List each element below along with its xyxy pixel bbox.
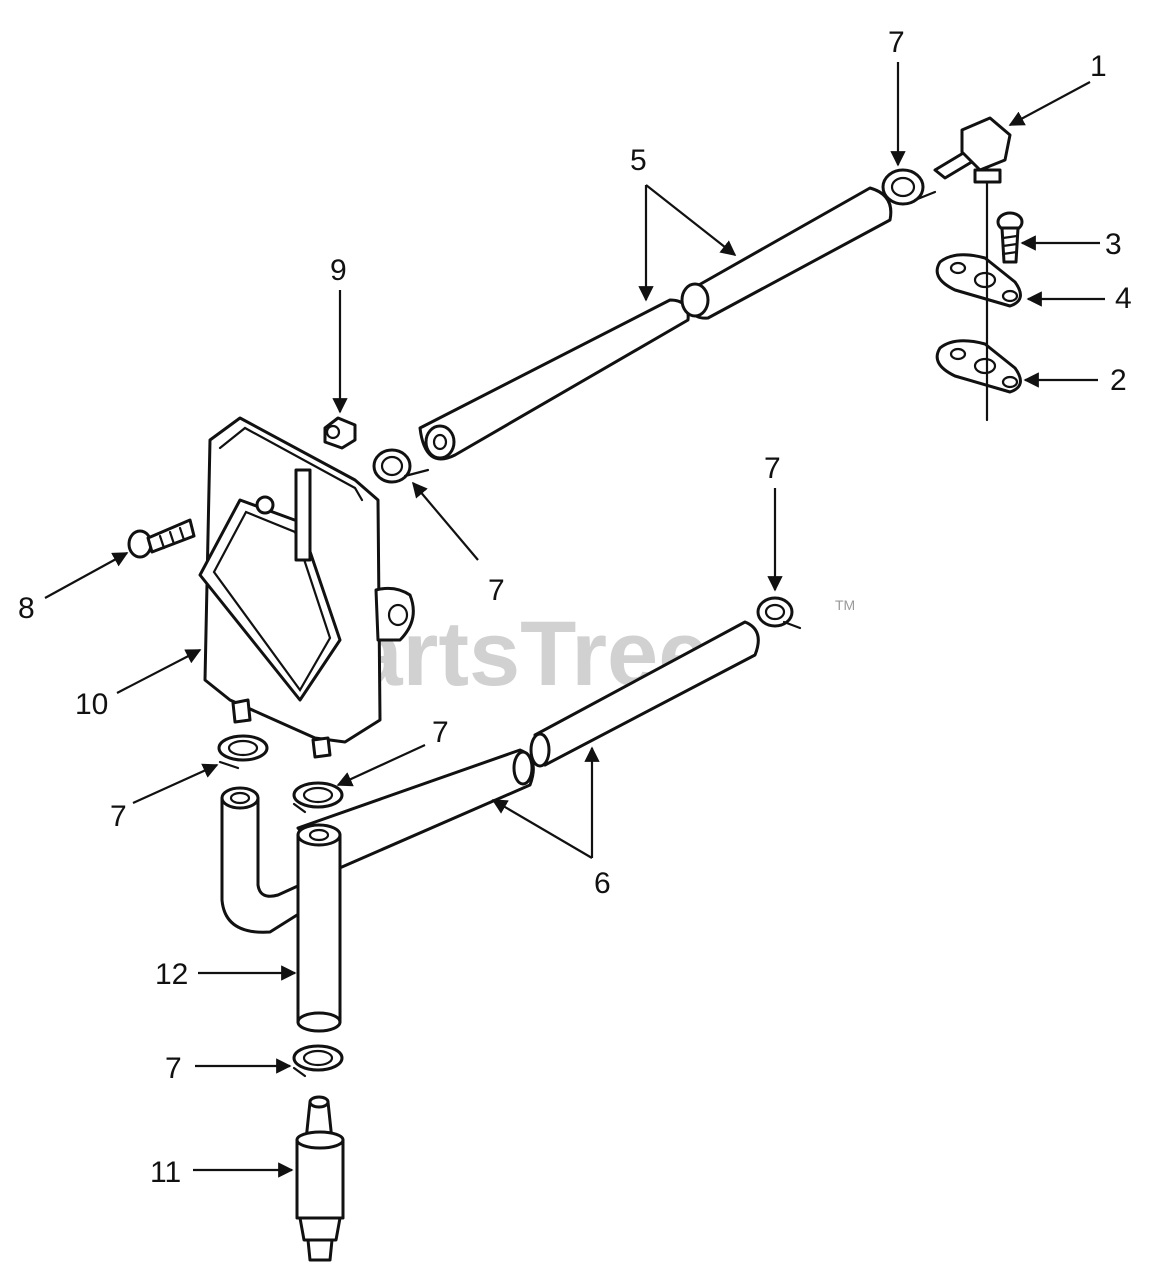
lower-fuel-hose-6a bbox=[296, 748, 535, 872]
hose-clamp-lower-middle bbox=[292, 781, 344, 814]
callout-7-bottom: 7 bbox=[165, 1052, 182, 1085]
screw-3 bbox=[996, 211, 1024, 264]
hose-12 bbox=[296, 823, 342, 1033]
callout-7-middle: 7 bbox=[432, 716, 449, 749]
elbow-fitting bbox=[933, 116, 1012, 184]
callout-7-right: 7 bbox=[764, 452, 781, 485]
nut-9 bbox=[323, 416, 357, 450]
gasket-2 bbox=[935, 339, 1022, 394]
callout-12: 12 bbox=[155, 958, 188, 991]
callout-labels: 1 7 5 3 4 2 9 7 8 10 7 7 7 6 12 7 11 bbox=[18, 26, 1132, 1189]
hose-clamp-lower-right bbox=[756, 596, 802, 630]
screw-8 bbox=[127, 518, 196, 559]
hose-clamp-bottom bbox=[292, 1044, 344, 1078]
upper-fuel-hose-5a bbox=[418, 298, 690, 461]
fuel-pump-10 bbox=[198, 416, 415, 759]
callout-6: 6 bbox=[594, 867, 611, 900]
callout-3: 3 bbox=[1105, 228, 1122, 261]
callout-2: 2 bbox=[1110, 364, 1127, 397]
upper-fuel-hose-5b bbox=[680, 186, 893, 320]
hose-clamp-upper-left bbox=[372, 448, 430, 484]
callout-7-left: 7 bbox=[110, 800, 127, 833]
leader-lines bbox=[44, 62, 1105, 1178]
lower-fuel-hose-6b bbox=[529, 620, 760, 768]
gasket-4 bbox=[935, 253, 1022, 308]
fuel-filter-11 bbox=[295, 1095, 345, 1262]
callout-1: 1 bbox=[1090, 50, 1107, 83]
callout-4: 4 bbox=[1115, 282, 1132, 315]
callout-7-pump: 7 bbox=[488, 574, 505, 607]
callout-11: 11 bbox=[150, 1156, 181, 1189]
hose-clamp-lower-left bbox=[217, 734, 269, 770]
callout-5: 5 bbox=[630, 144, 647, 177]
watermark-trademark: TM bbox=[835, 597, 855, 613]
callout-7-top: 7 bbox=[888, 26, 905, 59]
elbow-hose bbox=[220, 786, 307, 934]
callout-8: 8 bbox=[18, 592, 35, 625]
callout-9: 9 bbox=[330, 254, 347, 287]
hose-clamp-upper-right bbox=[881, 168, 937, 206]
callout-10: 10 bbox=[75, 688, 108, 721]
